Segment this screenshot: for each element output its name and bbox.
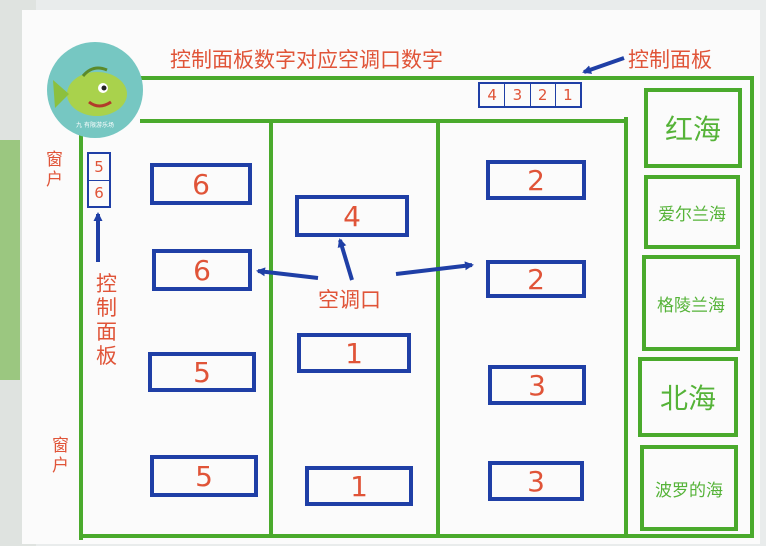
arrow-to-left-unit xyxy=(256,267,319,280)
ac-unit: 2 xyxy=(486,260,586,298)
ac-unit: 5 xyxy=(148,352,256,392)
divider-2 xyxy=(436,121,440,536)
control-panel-left-label: 控制面板 xyxy=(96,272,117,368)
floor-plan-sheet xyxy=(22,10,760,544)
wall-top-inner xyxy=(140,119,628,123)
ac-unit: 6 xyxy=(150,163,252,205)
control-panel-left[interactable]: 5 6 xyxy=(87,152,111,208)
panel-digit: 6 xyxy=(94,184,104,203)
window-bottom-label: 窗户 xyxy=(52,436,69,476)
wall-right xyxy=(750,76,754,538)
brand-logo: 九 有限游乐场 xyxy=(47,42,143,138)
arrow-to-mid-unit xyxy=(337,238,354,281)
wall-bottom xyxy=(79,534,754,538)
arrow-to-right-unit xyxy=(395,261,474,276)
logo-text: 九 有限游乐场 xyxy=(76,122,114,129)
panel-digit: 1 xyxy=(563,86,573,104)
room-baltic-sea[interactable]: 波罗的海 xyxy=(640,445,738,531)
control-panel-top[interactable]: 4 3 2 1 xyxy=(478,82,582,108)
ac-unit: 5 xyxy=(150,455,258,497)
arrow-to-top-panel xyxy=(582,56,625,74)
ac-outlet-label: 空调口 xyxy=(318,288,381,312)
ac-unit: 4 xyxy=(295,195,409,237)
fish-logo-icon xyxy=(53,66,127,116)
window-top-label: 窗户 xyxy=(46,150,63,190)
divider-1 xyxy=(269,121,273,536)
panel-digit: 3 xyxy=(505,84,531,106)
ac-unit: 1 xyxy=(297,333,411,373)
room-irish-sea[interactable]: 爱尔兰海 xyxy=(644,175,740,249)
wall-top-outer xyxy=(140,76,754,80)
photo-edge-green xyxy=(0,140,20,380)
panel-digit: 5 xyxy=(89,154,109,181)
ac-unit: 3 xyxy=(488,365,586,405)
panel-digit: 2 xyxy=(531,84,556,106)
room-red-sea[interactable]: 红海 xyxy=(644,88,742,168)
room-north-sea[interactable]: 北海 xyxy=(638,357,738,437)
wall-left xyxy=(79,112,83,540)
divider-3 xyxy=(624,117,628,536)
room-greenland-sea[interactable]: 格陵兰海 xyxy=(642,255,740,351)
ac-unit: 2 xyxy=(486,160,586,200)
ac-unit: 6 xyxy=(152,249,252,291)
ac-unit: 1 xyxy=(305,466,413,506)
control-panel-top-label: 控制面板 xyxy=(628,48,712,72)
ac-unit: 3 xyxy=(488,461,584,501)
diagram-title: 控制面板数字对应空调口数字 xyxy=(170,48,443,72)
panel-digit: 4 xyxy=(480,84,506,106)
